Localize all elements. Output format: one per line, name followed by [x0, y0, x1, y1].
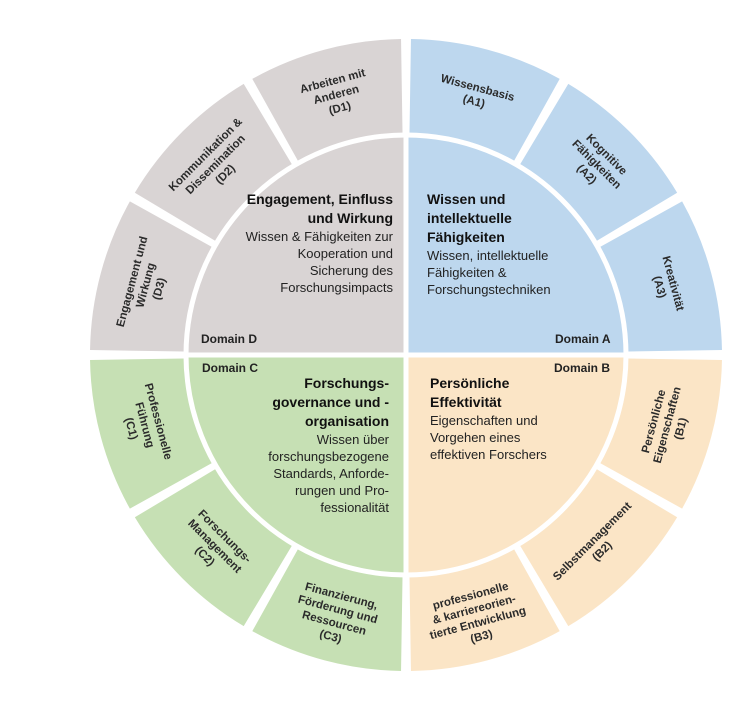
domain-d-title: Engagement, Einfluss und Wirkung: [246, 191, 393, 226]
domain-c-description: Wissen über forschungsbezogene Standards…: [268, 432, 389, 515]
segment-a1: [409, 39, 560, 162]
segment-b3: [409, 548, 560, 671]
domain-c-label: Domain C: [202, 361, 259, 375]
domain-a-label: Domain A: [555, 332, 611, 346]
segment-d3-line: (D3): [151, 276, 168, 301]
segment-b3-line: (B3): [469, 628, 494, 645]
segment-c2: [134, 469, 292, 627]
domain-c-title: Forschungs- governance und -organisation: [272, 375, 389, 429]
domain-d-text: Engagement, Einfluss und Wirkung Wissen …: [240, 190, 393, 296]
domain-d-label: Domain D: [201, 332, 258, 346]
segment-d1-line: (D1): [328, 100, 353, 117]
segment-c1-line: (C1): [122, 416, 139, 441]
inner-quadrant-b: [406, 355, 624, 573]
segment-a2: [520, 83, 678, 241]
domain-b-text: Persönliche Effektivität Eigenschaften u…: [430, 374, 575, 463]
segment-b1-line: (B1): [673, 416, 690, 441]
domain-a-title: Wissen und intellektuelle Fähigkeiten: [427, 191, 512, 245]
segment-d1: [252, 39, 403, 162]
domain-d-description: Wissen & Fähigkeiten zur Kooperation und…: [245, 229, 393, 295]
segment-a3: [599, 201, 722, 352]
domain-b-title: Persönliche Effektivität: [430, 375, 510, 410]
segment-a1-line: (A1): [461, 93, 486, 110]
domain-a-text: Wissen und intellektuelle Fähigkeiten Wi…: [427, 190, 592, 298]
ring-divider: [183, 132, 629, 578]
domain-b-label: Domain B: [554, 361, 611, 375]
segment-c3-line: (C3): [318, 628, 343, 645]
segment-a3-line: (A3): [650, 275, 667, 300]
domain-c-text: Forschungs- governance und -organisation…: [255, 374, 389, 516]
segment-b2: [520, 469, 678, 627]
segment-d3: [90, 201, 213, 352]
segment-c3: [252, 548, 403, 671]
inner-quadrant-c: [188, 355, 406, 573]
segment-b1: [599, 358, 722, 509]
inner-quadrant-a: [406, 137, 624, 355]
inner-quadrant-d: [188, 137, 406, 355]
domain-b-description: Eigenschaften und Vorgehen eines effekti…: [430, 413, 547, 462]
segment-d2: [134, 83, 292, 241]
domain-a-description: Wissen, intellektuelle Fähigkeiten & For…: [427, 248, 551, 297]
segment-c1: [90, 358, 213, 509]
